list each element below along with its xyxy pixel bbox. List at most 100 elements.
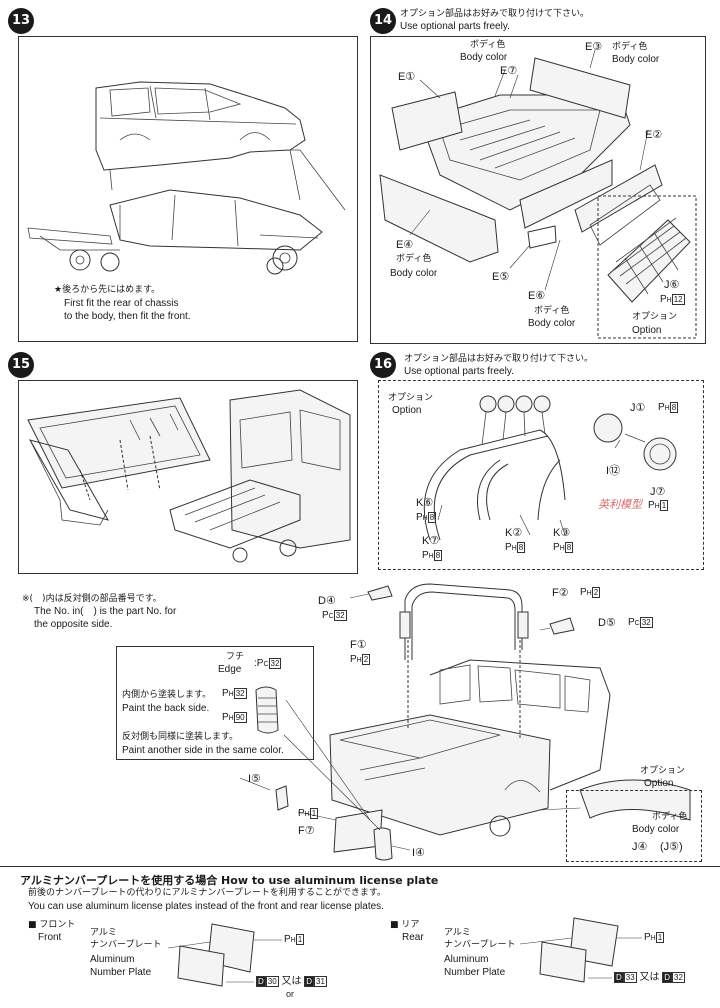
step-15-panel [18,380,358,574]
step-14-body-color-en-1: Body color [460,52,508,63]
code-pc32-d4: 32 [333,610,347,621]
rear-code-ph1: 1 [655,932,665,943]
part-e4: E④ [396,239,414,251]
step-13-instruction-en-1: First fit the rear of chassis [64,298,179,309]
plate-desc-jp: 前後のナンバープレートの代わりにアルミナンバープレートを利用することができます。 [28,888,386,898]
code-ph8-k6: 8 [427,512,437,523]
fender-body-color-en: Body color [632,824,680,835]
step-16-optional-jp: オプション部品はお好みで取り付けて下さい。 [404,354,594,364]
step-14-body-color-jp-2: ボディ色 [612,42,648,52]
code-ph90: 90 [233,712,247,723]
step-16-option-jp: オプション [388,393,434,403]
part-j5: (J⑤) [660,841,683,853]
part-i5: I⑤ [248,773,261,785]
section-divider [0,866,720,867]
front-alu-jp-1: アルミ [90,928,117,938]
fender-option-jp: オプション [640,766,686,776]
rear-alu-en-2: Number Plate [444,967,506,978]
part-e2: E② [645,129,663,141]
plate-paint-panel [116,646,314,760]
code-ph1-j7: 1 [659,500,669,511]
step-14-optional-en: Use optional parts freely. [400,21,510,32]
step-14-body-color-jp-3: ボディ色 [396,254,432,264]
step-14-option-en: Option [632,325,662,336]
part-j4: J④ [632,841,648,853]
part-e6: E⑥ [528,290,546,302]
step-16-option-panel [378,380,704,570]
plate-section-title: アルミナンバープレートを使用する場合 How to use aluminum l… [20,874,439,887]
step-13-panel [18,36,358,342]
rear-alu-jp-2: ナンバープレート [444,940,516,950]
fender-option-en: Option [644,778,674,789]
rear-label-en: Rear [402,932,424,943]
part-j7: J⑦ [650,486,666,498]
front-or-en: or [286,989,295,999]
front-alu-en-1: Aluminum [90,954,135,965]
part-e7: E⑦ [500,65,518,77]
part-e3: E③ [585,41,603,53]
part-f7: F⑦ [298,825,315,837]
part-d5: D⑤ [598,617,616,629]
front-alu-en-2: Number Plate [90,967,152,978]
step-14-body-color-jp-1: ボディ色 [470,40,506,50]
back-paint-en: Paint the back side. [122,703,210,714]
step-14-body-color-en-4: Body color [528,318,576,329]
rear-label-jp: ■ リア [390,920,420,930]
step-16-optional-en: Use optional parts freely. [404,366,514,377]
step-14-body-color-en-3: Body color [390,268,438,279]
watermark: 英利模型 [598,498,642,511]
assembly-note-en-2: the opposite side. [34,619,113,630]
code-ph12: 12 [671,294,685,305]
part-k2: K② [505,527,523,539]
step-16-option-en: Option [392,405,422,416]
step-14-body-color-en-2: Body color [612,54,660,65]
code-ph32: 32 [233,688,247,699]
assembly-note-en-1: The No. in( ) is the part No. for [34,606,177,617]
code-ph2-f2: 2 [591,587,601,598]
rear-alu-en-1: Aluminum [444,954,489,965]
other-side-jp: 反対側も同様に塗装します。 [122,732,239,742]
front-code-d30: 30 [265,976,279,987]
code-ph2-f1: 2 [361,654,371,665]
front-code-d31: 31 [314,976,327,987]
code-ph8-k3: 8 [564,542,574,553]
part-f1: F① [350,639,367,651]
part-i12: I⑫ [606,465,621,477]
edge-jp: フチ [226,652,245,662]
step-16-number: 16 [370,352,396,378]
part-j1: J① [630,402,646,414]
step-14-panel [370,36,706,344]
step-15-number: 15 [8,352,34,378]
rear-alu-jp-1: アルミ [444,928,471,938]
part-e1: E① [398,71,416,83]
code-ph8-k7: 8 [433,550,443,561]
step-13-instruction-en-2: to the body, then fit the front. [64,311,191,322]
code-pc32-d5: 32 [639,617,653,628]
code-ph8-k2: 8 [516,542,526,553]
front-label-en: Front [38,932,62,943]
front-code-ph1: 1 [295,934,305,945]
part-k3: K③ [553,527,571,539]
part-i4: I④ [412,847,425,859]
edge-en: Edge [218,664,242,675]
part-j6: J⑥ [664,279,680,291]
